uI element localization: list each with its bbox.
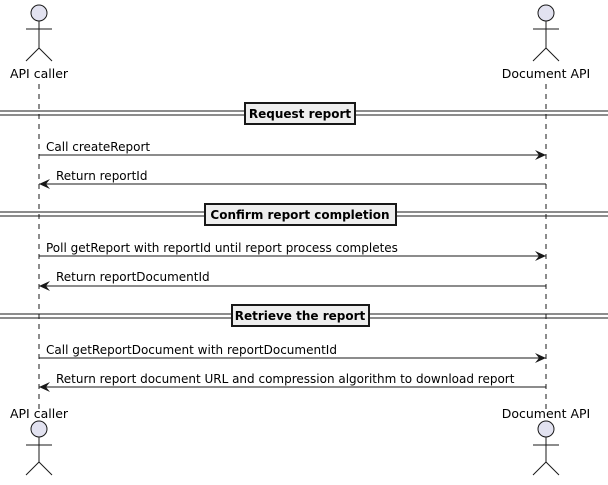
arrowhead-right-icon [535,353,546,363]
actor-head-icon [537,420,555,438]
arrowhead-left-icon [39,281,50,291]
arrowhead-left-icon [39,179,50,189]
actor-figure-document-api-top [532,4,560,62]
actor-head-icon [537,4,555,22]
message-label: Return report document URL and compressi… [56,372,515,386]
message-return-reportid: Return reportId [39,169,546,189]
section-divider-request-report: Request report [0,102,608,125]
section-title: Request report [249,107,352,121]
message-call-createreport: Call createReport [39,140,546,160]
actor-label-api-caller-top: API caller [10,66,69,81]
message-return-report-document-url: Return report document URL and compressi… [39,372,546,392]
message-call-getreportdocument: Call getReportDocument with reportDocume… [39,343,546,363]
actor-label-api-caller-bottom: API caller [10,406,69,421]
actor-head-icon [30,4,48,22]
message-return-reportdocumentid: Return reportDocumentId [39,270,546,291]
actor-figure-document-api-bottom [532,420,560,476]
actor-label-document-api-bottom: Document API [502,406,591,421]
message-label: Call getReportDocument with reportDocume… [46,343,337,357]
message-label: Poll getReport with reportId until repor… [46,241,398,255]
message-poll-getreport: Poll getReport with reportId until repor… [39,241,546,261]
arrowhead-right-icon [535,150,546,160]
actor-label-document-api-top: Document API [502,66,591,81]
actor-figure-api-caller-top [25,4,53,62]
section-title: Confirm report completion [210,208,389,222]
message-label: Return reportId [56,169,147,183]
message-label: Call createReport [46,140,150,154]
arrowhead-left-icon [39,382,50,392]
actor-figure-api-caller-bottom [25,420,53,476]
section-divider-confirm-report-completion: Confirm report completion [0,203,608,226]
arrowhead-right-icon [535,251,546,261]
section-title: Retrieve the report [235,309,366,323]
message-label: Return reportDocumentId [56,270,210,284]
actor-head-icon [30,420,48,438]
section-divider-retrieve-the-report: Retrieve the report [0,304,608,327]
